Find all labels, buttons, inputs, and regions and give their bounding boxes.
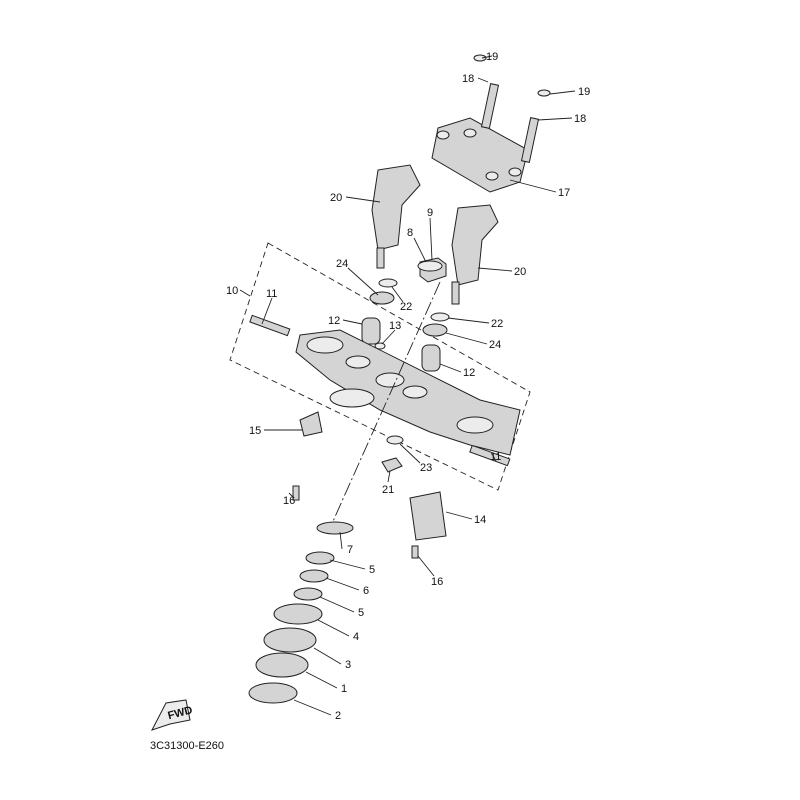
callout-1: 1: [341, 683, 347, 695]
callout-2: 2: [335, 710, 341, 722]
callouts: 19 18 19 18 17 20 9 8 20 24 22 10 11 12 …: [226, 51, 590, 722]
callout-24: 24: [336, 258, 348, 270]
callout-23: 23: [420, 462, 432, 474]
callout-14: 14: [474, 514, 486, 526]
callout-16: 16: [431, 576, 443, 588]
callout-5: 5: [369, 564, 375, 576]
callout-4: 4: [353, 631, 359, 643]
part-bolt-18: [520, 117, 540, 163]
diagram-code: 3C31300-E260: [150, 740, 224, 752]
callout-15: 15: [249, 425, 261, 437]
callout-20: 20: [330, 192, 342, 204]
part-washer-7: [316, 521, 354, 535]
callout-22: 22: [400, 301, 412, 313]
callout-10: 10: [226, 285, 238, 297]
callout-17: 17: [558, 187, 570, 199]
assembly-outline: [229, 242, 531, 491]
callout-16: 16: [283, 495, 295, 507]
callout-20: 20: [514, 266, 526, 278]
callout-11: 11: [490, 451, 501, 463]
callout-24: 24: [489, 339, 501, 351]
callout-18: 18: [574, 113, 586, 125]
callout-12: 12: [328, 315, 340, 327]
callout-3: 3: [345, 659, 351, 671]
callout-13: 13: [389, 320, 401, 332]
callout-9: 9: [427, 207, 433, 219]
part-upper-holder: [431, 117, 529, 193]
part-washer-8: [417, 260, 443, 272]
callout-19: 19: [486, 51, 498, 63]
part-cap-19: [537, 89, 551, 97]
part-upper-bracket: [295, 329, 521, 456]
callout-22: 22: [491, 318, 503, 330]
callout-7: 7: [347, 544, 353, 556]
part-cap-19: [473, 54, 487, 62]
callout-12: 12: [463, 367, 475, 379]
callout-6: 6: [363, 585, 369, 597]
callout-18: 18: [462, 73, 474, 85]
callout-8: 8: [407, 227, 413, 239]
callout-21: 21: [382, 484, 394, 496]
callout-11: 11: [266, 288, 277, 300]
fwd-arrow-icon: FWD: [150, 699, 194, 731]
callout-19: 19: [578, 86, 590, 98]
callout-5: 5: [358, 607, 364, 619]
part-lower-holder: [371, 164, 499, 305]
part-bolt-18: [480, 83, 500, 129]
